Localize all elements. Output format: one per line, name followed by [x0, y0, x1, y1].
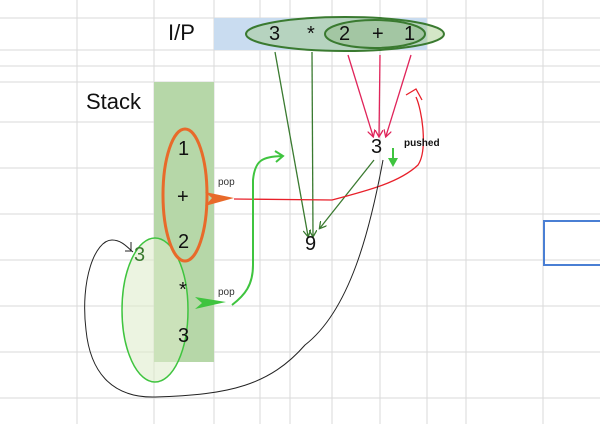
- pop-arrow-orange: [205, 192, 234, 206]
- input-highlight: [214, 18, 427, 50]
- green-curve: [231, 150, 285, 306]
- input-token-3: +: [372, 23, 384, 45]
- pop-label-upper: pop: [218, 177, 235, 188]
- final-result: 9: [305, 233, 317, 255]
- stack-label: Stack: [86, 89, 142, 114]
- stack-lower-ellipse: [121, 237, 189, 383]
- pop-label-lower: pop: [218, 287, 235, 298]
- stack-item-4: 3: [178, 325, 190, 347]
- input-inner-ellipse: [324, 19, 426, 49]
- pop-arrow-green: [195, 297, 226, 309]
- input-token-1: *: [307, 23, 315, 45]
- intermediate-result: 3: [371, 136, 383, 158]
- input-token-0: 3: [269, 23, 281, 45]
- pushed-label: pushed: [404, 138, 440, 149]
- pushed-result-in-stack: 3: [134, 244, 146, 266]
- stack-item-0: 1: [178, 138, 190, 160]
- input-outer-ellipse: [245, 16, 445, 52]
- input-token-2: 2: [339, 23, 351, 45]
- push-path-red: [233, 88, 424, 201]
- push-back-curve: [84, 159, 384, 398]
- stack-upper-ellipse: [161, 127, 209, 263]
- selected-cell: [543, 220, 600, 266]
- stack-item-2: 2: [178, 231, 190, 253]
- stack-item-3: *: [179, 279, 187, 301]
- stack-item-1: +: [177, 186, 189, 208]
- input-label: I/P: [168, 20, 195, 45]
- input-token-4: 1: [404, 23, 416, 45]
